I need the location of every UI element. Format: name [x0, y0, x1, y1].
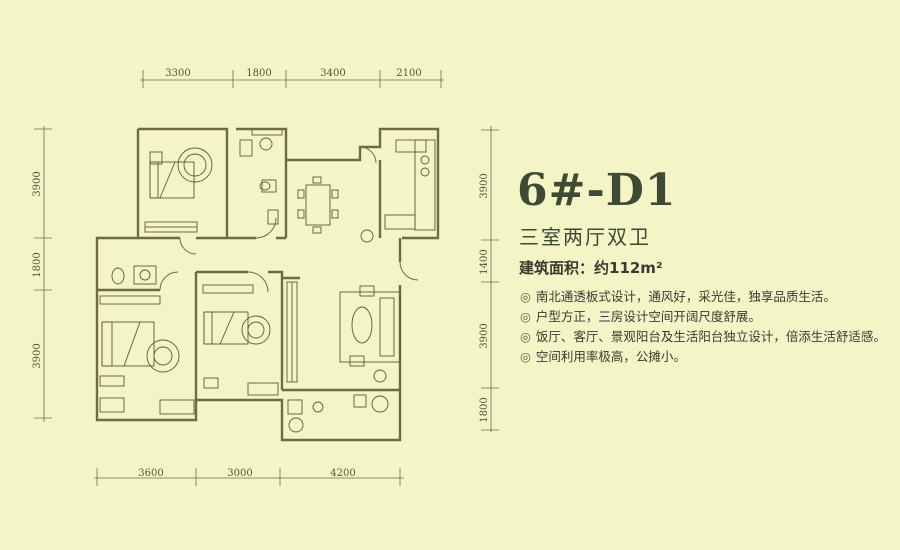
- bullet-icon: ◎: [520, 329, 531, 344]
- bedroom-left: [99, 321, 180, 387]
- dining-table: [297, 176, 339, 234]
- dim-bottom-3: 4200: [330, 468, 355, 479]
- feature-text: 户型方正，三房设计空间开阔尺度舒展。: [535, 309, 761, 324]
- dim-bottom-1: 3600: [138, 468, 163, 479]
- walls: [95, 127, 440, 442]
- feature-list: ◎ 南北通透板式设计，通风好，采光佳，独享品质生活。 ◎ 户型方正，三房设计空间开阔…: [520, 287, 886, 367]
- feature-item: ◎ 户型方正，三房设计空间开阔尺度舒展。: [520, 307, 886, 327]
- windows: [99, 128, 427, 415]
- bullet-icon: ◎: [520, 289, 531, 304]
- building-area: 建筑面积：约112m²: [519, 259, 663, 277]
- dim-left-1: 3900: [32, 171, 43, 196]
- bedroom-middle: [203, 311, 271, 389]
- dim-right-3: 3900: [479, 323, 490, 348]
- unit-type: 三室两厅双卫: [519, 225, 651, 249]
- doors: [159, 146, 419, 293]
- dim-top-3: 3400: [320, 68, 345, 79]
- unit-title: 6#-D1: [517, 165, 677, 216]
- bathroom-top: [239, 137, 279, 225]
- dimension-left: 3900 1800 3900: [32, 126, 52, 422]
- feature-item: ◎ 饭厅、客厅、景观阳台及生活阳台独立设计，倍添生活舒适感。: [520, 327, 886, 347]
- feature-text: 南北通透板式设计，通风好，采光佳，独享品质生活。: [535, 289, 836, 304]
- bedroom-top: [149, 147, 213, 199]
- dim-bottom-2: 3000: [227, 468, 252, 479]
- dim-top-1: 3300: [165, 68, 190, 79]
- dim-top-2: 1800: [246, 68, 271, 79]
- bullet-icon: ◎: [520, 309, 531, 324]
- dim-left-3: 3900: [32, 343, 43, 368]
- bathroom-left: [111, 265, 157, 285]
- dim-right-4: 1800: [479, 397, 490, 422]
- feature-text: 饭厅、客厅、景观阳台及生活阳台独立设计，倍添生活舒适感。: [535, 329, 886, 344]
- feature-item: ◎ 南北通透板式设计，通风好，采光佳，独享品质生活。: [520, 287, 886, 307]
- dim-top-4: 2100: [396, 68, 421, 79]
- bullet-icon: ◎: [520, 349, 531, 364]
- dim-left-2: 1800: [32, 252, 43, 277]
- dimension-right: 3900 1400 3900 1800: [479, 126, 499, 432]
- kitchen: [360, 139, 436, 243]
- dimension-bottom: 3600 3000 4200: [94, 468, 404, 486]
- dimension-top: 3300 1800 3400 2100: [140, 68, 444, 88]
- feature-text: 空间利用率极高，公摊小。: [535, 349, 686, 364]
- balcony: [287, 394, 389, 433]
- dim-right-2: 1400: [479, 249, 490, 274]
- living-room: [339, 285, 401, 383]
- feature-item: ◎ 空间利用率极高，公摊小。: [520, 347, 886, 367]
- dim-right-1: 3900: [479, 173, 490, 198]
